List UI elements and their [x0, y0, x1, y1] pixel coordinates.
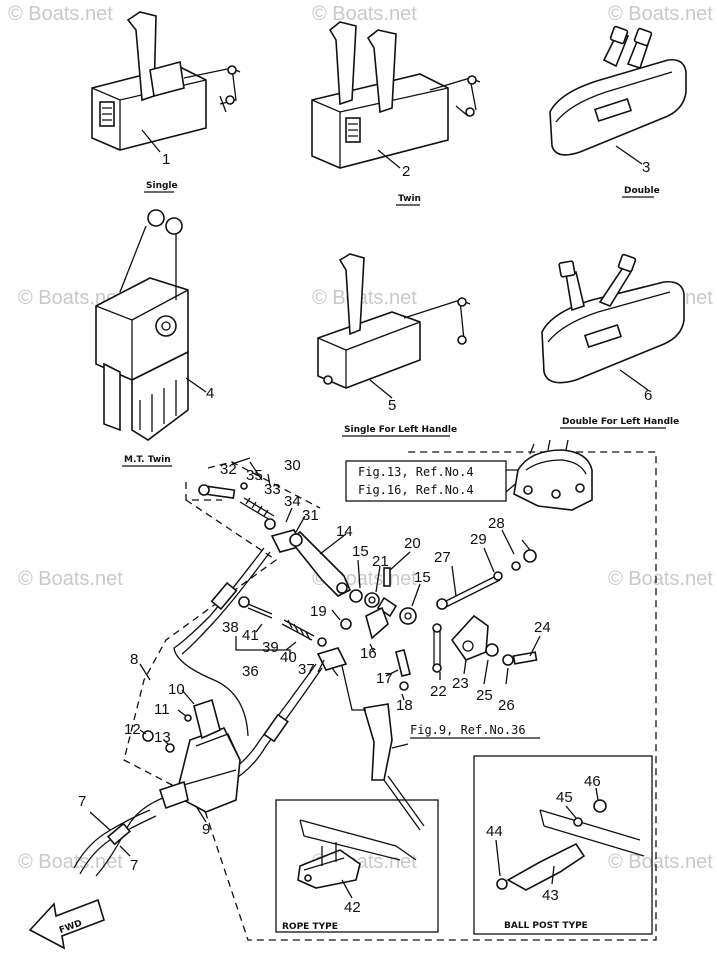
callout-20: 20 — [404, 535, 421, 552]
reference-fig16: Fig.16, Ref.No.4 — [358, 483, 474, 497]
callout-33: 33 — [264, 481, 281, 498]
caption-rope-type: ROPE TYPE — [282, 922, 338, 932]
callout-3: 3 — [642, 159, 650, 176]
callout-24: 24 — [534, 619, 551, 636]
callout-46: 46 — [584, 773, 601, 790]
callout-40: 40 — [280, 649, 297, 666]
callout-8: 8 — [130, 651, 138, 668]
leader-7 — [89, 811, 131, 857]
caption-twin: Twin — [398, 194, 421, 204]
watermark-text: © Boats.net — [608, 3, 713, 25]
reference-fig13: Fig.13, Ref.No.4 — [358, 465, 474, 479]
watermark-text: © Boats.net — [312, 3, 417, 25]
assembly-outline — [123, 451, 657, 941]
watermark-text: © Boats.net — [312, 287, 417, 309]
callout-21: 21 — [372, 553, 389, 570]
callout-2: 2 — [402, 163, 410, 180]
callout-44: 44 — [486, 823, 503, 840]
callout-18: 18 — [396, 697, 413, 714]
callout-17: 17 — [376, 670, 393, 687]
rope-type-box — [275, 799, 439, 933]
callout-15b: 15 — [414, 569, 431, 586]
fwd-arrow-icon — [28, 898, 105, 950]
callout-39: 39 — [262, 639, 279, 656]
remote-control-twin — [311, 21, 481, 169]
callout-30: 30 — [284, 457, 301, 474]
caption-single-left: Single For Left Handle — [344, 425, 457, 435]
callout-6: 6 — [644, 387, 652, 404]
watermark-text: © Boats.net — [18, 851, 123, 873]
bolt-group-36 — [235, 596, 348, 677]
link-rod-27 — [436, 529, 537, 610]
callout-34: 34 — [284, 493, 301, 510]
callout-16: 16 — [360, 645, 377, 662]
bracket-top — [513, 439, 593, 511]
callout-28: 28 — [488, 515, 505, 532]
callout-14: 14 — [336, 523, 353, 540]
watermark-text: © Boats.net — [8, 3, 113, 25]
watermark-text: © Boats.net — [608, 851, 713, 873]
remote-control-single — [91, 11, 241, 153]
callout-23: 23 — [452, 675, 469, 692]
callout-42: 42 — [344, 899, 361, 916]
callout-12: 12 — [124, 721, 141, 738]
callout-19: 19 — [310, 603, 327, 620]
caption-double-left: Double For Left Handle — [562, 417, 679, 427]
callout-45: 45 — [556, 789, 573, 806]
callout-27: 27 — [434, 549, 451, 566]
callout-25: 25 — [476, 687, 493, 704]
callout-4: 4 — [206, 385, 214, 402]
callout-31: 31 — [302, 507, 319, 524]
callout-37: 37 — [298, 661, 315, 678]
callout-13: 13 — [154, 729, 171, 746]
callout-26: 26 — [498, 697, 515, 714]
callout-35: 35 — [246, 467, 263, 484]
callout-38: 38 — [222, 619, 239, 636]
remote-control-double-left — [541, 253, 685, 391]
watermark-text: © Boats.net — [608, 568, 713, 590]
shift-rod-fig9 — [341, 665, 540, 831]
callout-29: 29 — [470, 531, 487, 548]
callout-9: 9 — [202, 821, 210, 838]
small-parts-center — [331, 551, 421, 701]
caption-double: Double — [624, 186, 660, 196]
callout-7b: 7 — [130, 857, 138, 874]
callout-32: 32 — [220, 461, 237, 478]
ball-post-type-box — [473, 755, 653, 935]
cables — [73, 547, 323, 877]
shift-lever-23 — [432, 614, 541, 685]
reference-fig9: Fig.9, Ref.No.36 — [410, 723, 526, 737]
remote-control-double — [549, 25, 687, 165]
shift-arm-14 — [288, 530, 352, 597]
callout-41: 41 — [242, 627, 259, 644]
callout-22: 22 — [430, 683, 447, 700]
caption-mt-twin: M.T. Twin — [124, 455, 171, 465]
caption-single: Single — [146, 181, 178, 191]
remote-control-mt-twin — [95, 209, 207, 441]
callout-11: 11 — [154, 701, 170, 718]
callout-1: 1 — [162, 151, 170, 168]
remote-control-single-left — [317, 253, 471, 399]
callout-43: 43 — [542, 887, 559, 904]
watermark-text: © Boats.net — [18, 287, 123, 309]
callout-10: 10 — [168, 681, 185, 698]
bracket-assembly-8 — [139, 663, 241, 823]
callout-36: 36 — [242, 663, 259, 680]
watermark-text: © Boats.net — [18, 568, 123, 590]
callout-5: 5 — [388, 397, 396, 414]
callout-7a: 7 — [78, 793, 86, 810]
caption-ball-post-type: BALL POST TYPE — [504, 921, 588, 931]
callout-15a: 15 — [352, 543, 369, 560]
